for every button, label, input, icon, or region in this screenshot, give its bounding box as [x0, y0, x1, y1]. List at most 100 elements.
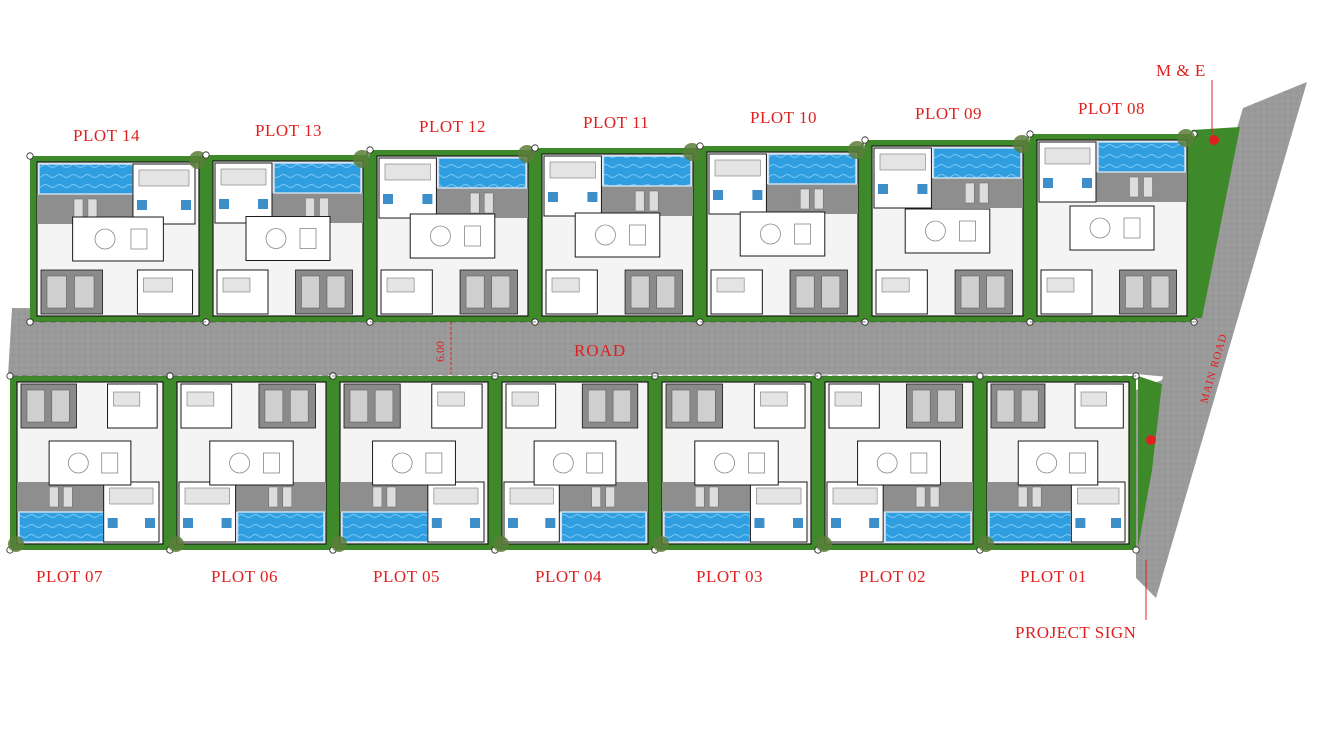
boundary-post [1132, 546, 1140, 554]
bed [881, 277, 910, 293]
bed [756, 487, 802, 505]
plot-09-lot [861, 136, 1034, 326]
sunbed [799, 188, 810, 210]
bed [186, 391, 215, 407]
dining-table [464, 225, 481, 247]
pool-deck [662, 482, 753, 512]
bathroom-fixture [508, 518, 518, 528]
plot-label: PLOT 13 [255, 121, 322, 140]
bed [509, 487, 554, 505]
sunbed [591, 486, 601, 508]
bathroom-fixture [917, 184, 928, 194]
sofa-set [229, 452, 250, 474]
car [1150, 275, 1170, 309]
boundary-post [26, 318, 34, 326]
bathroom-fixture [587, 192, 598, 202]
swimming-pool [437, 157, 527, 189]
tree [168, 536, 184, 552]
bed [1077, 487, 1120, 505]
car [630, 275, 650, 309]
bathroom-fixture [752, 190, 763, 200]
boundary-post [202, 151, 210, 159]
bathroom-fixture [869, 518, 880, 528]
plot-10-lot [696, 142, 869, 326]
road-width-label: 6.00 [433, 341, 447, 362]
sofa-set [265, 228, 287, 249]
bed [184, 487, 230, 505]
tree [978, 536, 994, 552]
sunbed [915, 486, 926, 508]
living-room [739, 211, 826, 257]
sunbed [1129, 176, 1139, 198]
swimming-pool [663, 511, 752, 543]
car [821, 275, 841, 309]
dining-table [586, 452, 604, 474]
bathroom-fixture [431, 518, 442, 528]
pool-deck [235, 482, 326, 512]
project-sign-marker [1146, 435, 1156, 445]
bathroom-fixture [1043, 178, 1053, 188]
dining-table [130, 228, 148, 250]
sofa-set [714, 452, 735, 474]
sunbed [469, 192, 480, 214]
bathroom-fixture [548, 192, 558, 202]
swimming-pool [884, 511, 972, 543]
living-room [904, 208, 991, 254]
sofa-set [760, 223, 781, 245]
tree [8, 536, 24, 552]
main-road [1136, 82, 1307, 598]
sunbed [73, 198, 84, 220]
bed [714, 159, 761, 177]
living-room [694, 440, 779, 486]
sofa-set [876, 452, 898, 474]
boundary-post [366, 146, 374, 154]
sofa-set [94, 228, 116, 250]
plot-label: PLOT 07 [36, 567, 103, 586]
sofa-set [391, 452, 413, 474]
sunbed [63, 486, 73, 508]
dining-table [425, 452, 443, 474]
sofa-set [430, 225, 451, 247]
tree [331, 536, 347, 552]
car [491, 275, 511, 309]
sunbed [282, 486, 293, 508]
bathroom-fixture [107, 518, 118, 528]
bathroom-fixture [221, 518, 232, 528]
bathroom-fixture [258, 199, 268, 209]
bathroom-fixture [713, 190, 723, 200]
plot-13-lot [202, 151, 374, 326]
car [588, 389, 607, 423]
plot-label: PLOT 12 [419, 117, 486, 136]
swimming-pool [560, 511, 647, 543]
sunbed [268, 486, 279, 508]
boundary-post [1026, 130, 1034, 138]
sunbed [1017, 486, 1028, 508]
sunbed [49, 486, 59, 508]
bed [386, 277, 415, 293]
tree [353, 150, 371, 168]
bed [549, 161, 596, 179]
dining-table [959, 220, 976, 242]
sofa-set [67, 452, 89, 474]
bathroom-fixture [545, 518, 556, 528]
internal-road [8, 308, 1200, 380]
sunbed [605, 486, 615, 508]
living-room [574, 212, 661, 258]
bed [138, 169, 190, 187]
living-room [409, 213, 496, 259]
tree [848, 141, 866, 159]
sunbed [929, 486, 940, 508]
plot-label: PLOT 06 [211, 567, 278, 586]
sunbed [305, 197, 315, 219]
bathroom-fixture [793, 518, 803, 528]
plot-03-lot [651, 372, 822, 554]
bathroom-fixture [422, 194, 433, 204]
swimming-pool [932, 147, 1022, 179]
plot-label: PLOT 11 [583, 113, 649, 132]
plot-label: PLOT 03 [696, 567, 763, 586]
bed [1080, 391, 1107, 407]
sunbed [386, 486, 397, 508]
sunbed [964, 182, 975, 204]
pool-deck [883, 482, 973, 512]
